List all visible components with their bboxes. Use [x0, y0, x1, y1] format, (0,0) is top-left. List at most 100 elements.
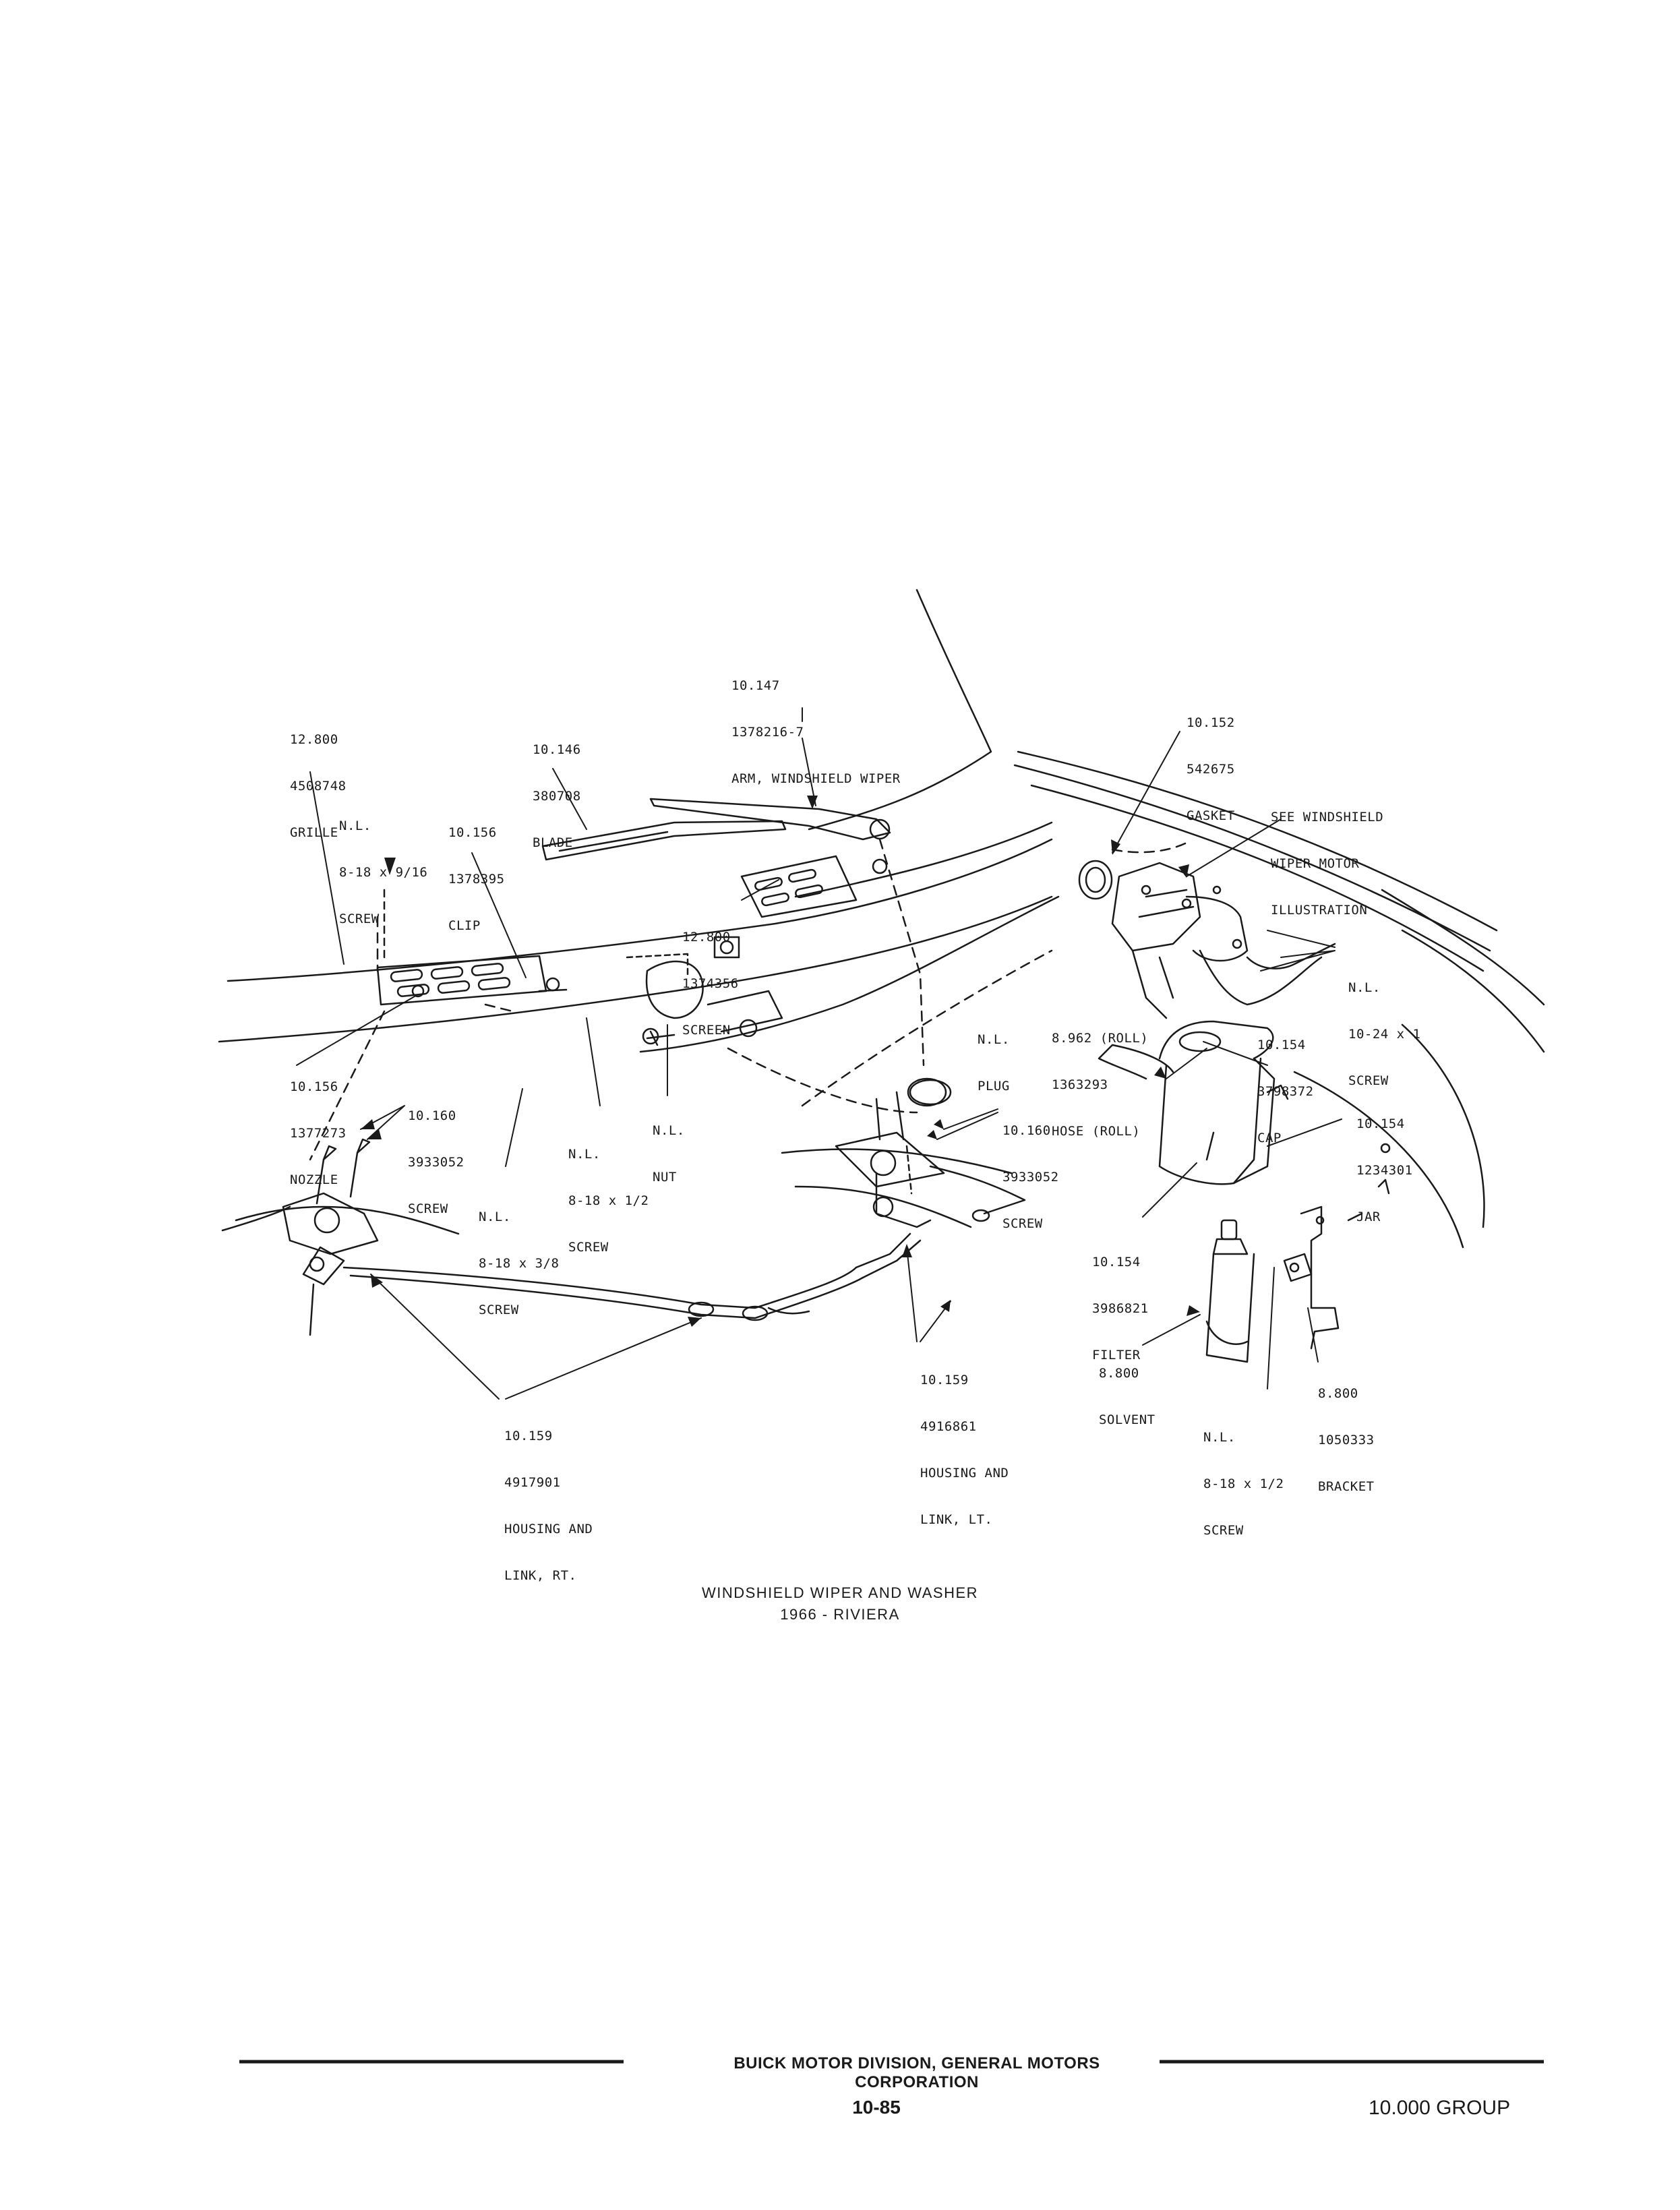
screen-slots	[754, 868, 823, 907]
part-desc: GASKET	[1187, 808, 1235, 823]
wiper-arm	[649, 798, 891, 841]
part-desc: SCREW	[1002, 1216, 1043, 1231]
link-rod	[342, 1266, 858, 1309]
washer-bracket	[1283, 1143, 1391, 1350]
washer-jar	[1098, 1020, 1289, 1185]
part-number: 10.160	[1002, 1123, 1051, 1138]
callout-cap: 10.154 3798372 CAP	[1257, 1007, 1314, 1162]
note-line: WIPER MOTOR	[1271, 856, 1360, 871]
wheel-arc-1	[1293, 1071, 1464, 1249]
callout-link-rt: 10.159 4917901 HOUSING AND LINK, RT.	[504, 1398, 593, 1599]
wheel-arc-2	[1401, 1023, 1485, 1228]
caption-title: WINDSHIELD WIPER AND WASHER	[701, 1584, 979, 1601]
part-code: 4508748	[290, 779, 347, 794]
page-number: 10-85	[852, 2097, 901, 2118]
part-desc: GRILLE	[290, 825, 338, 840]
callout-screen: 12.800 1374356 SCREEN	[682, 899, 739, 1054]
part-desc: HOUSING AND	[920, 1466, 1009, 1481]
caption-model: 1966 - RIVIERA	[780, 1606, 900, 1623]
pivot-right-plate	[282, 1192, 379, 1255]
part-desc: SCREW	[568, 1240, 609, 1255]
nozzle-body	[645, 960, 704, 1019]
part-code: 542675	[1187, 762, 1235, 777]
part-code: 4917901	[504, 1475, 561, 1490]
note-line: ILLUSTRATION	[1271, 903, 1368, 918]
part-desc: ARM, WINDSHIELD WIPER	[731, 771, 901, 786]
screen-panel	[740, 855, 858, 918]
part-number: N.L.	[653, 1123, 685, 1138]
callout-gasket: 10.152 542675 GASKET	[1187, 684, 1235, 839]
callout-filter: 10.154 3986821 FILTER	[1092, 1224, 1149, 1379]
callout-jar: 10.154 1234301 JAR	[1356, 1085, 1413, 1241]
callout-screw-9-16: N.L. 8-18 x 9/16 SCREW	[339, 787, 427, 943]
part-number: 10.160	[408, 1108, 456, 1123]
part-desc: SCREW	[1203, 1523, 1244, 1538]
part-code: 8-18 x 3/8	[479, 1256, 560, 1271]
part-code: 380708	[533, 789, 581, 804]
part-desc: PLUG	[978, 1079, 1010, 1094]
part-number: 10.159	[920, 1373, 969, 1387]
footer-corporation: BUICK MOTOR DIVISION, GENERAL MOTORS COR…	[733, 2054, 1100, 2091]
part-code: 8-18 x 1/2	[568, 1193, 649, 1208]
part-desc: SOLVENT	[1099, 1412, 1156, 1427]
part-desc: BLADE	[533, 835, 573, 850]
part-desc: LINK, LT.	[920, 1512, 993, 1527]
solvent-bottle	[1205, 1219, 1255, 1363]
part-number: N.L.	[568, 1147, 601, 1162]
part-desc: HOUSING AND	[504, 1522, 593, 1536]
part-code: 4916861	[920, 1419, 977, 1434]
part-desc: SCREW	[339, 912, 380, 926]
part-number: 8.962 (ROLL)	[1052, 1031, 1149, 1046]
part-code: 3798372	[1257, 1084, 1314, 1099]
part-desc: BRACKET	[1318, 1479, 1375, 1494]
part-code: 10-24 x 1	[1348, 1027, 1421, 1042]
part-number: 12.800	[290, 732, 338, 747]
callout-hose: 8.962 (ROLL) 1363293 HOSE (ROLL)	[1052, 1000, 1148, 1155]
part-number: 10.146	[533, 742, 581, 757]
part-number: N.L.	[978, 1032, 1010, 1047]
part-number: 10.154	[1257, 1038, 1306, 1052]
pivot-left-plate	[835, 1131, 945, 1188]
part-code: 3933052	[408, 1155, 464, 1170]
callout-nut: N.L. NUT	[653, 1092, 685, 1201]
part-desc: JAR	[1356, 1209, 1381, 1224]
callout-see-motor: SEE WINDSHIELD WIPER MOTOR ILLUSTRATION	[1271, 779, 1383, 934]
part-code: 3933052	[1002, 1170, 1059, 1185]
part-desc: NOZZLE	[290, 1172, 338, 1187]
note-line: SEE WINDSHIELD	[1271, 810, 1384, 825]
part-number: N.L.	[479, 1209, 511, 1224]
part-number: 10.154	[1092, 1255, 1141, 1270]
fender-line-4	[1381, 889, 1545, 1006]
cowl-top-line	[794, 821, 1053, 898]
callout-screw-3-8: N.L. 8-18 x 3/8 SCREW	[479, 1178, 559, 1334]
part-code: 3986821	[1092, 1301, 1149, 1316]
arrows	[361, 796, 1200, 1327]
fender-line-2	[1013, 764, 1491, 952]
callout-screw-half-mid: N.L. 8-18 x 1/2 SCREW	[568, 1116, 649, 1271]
figure-caption: WINDSHIELD WIPER AND WASHER 1966 - RIVIE…	[0, 1582, 1680, 1625]
fender-line-3	[1030, 784, 1484, 972]
callout-screw-rt: 10.160 3933052 SCREW	[408, 1077, 464, 1232]
part-number: 8.800	[1318, 1386, 1358, 1401]
group-label: 10.000 GROUP	[1369, 2097, 1511, 2119]
part-code: 1378395	[448, 872, 505, 887]
callout-screw-lt: 10.160 3933052 SCREW	[1002, 1092, 1059, 1247]
part-number: 10.152	[1187, 715, 1235, 730]
part-desc: NUT	[653, 1170, 677, 1185]
windshield-edge	[808, 589, 992, 831]
callout-grille: 12.800 4508748 GRILLE	[290, 701, 347, 856]
part-number: N.L.	[1348, 980, 1381, 995]
part-desc: SCREEN	[682, 1023, 731, 1038]
fender-line-5	[1401, 929, 1545, 1053]
plug-part	[909, 1079, 952, 1106]
callout-clip: 10.156 1378395 CLIP	[448, 794, 505, 949]
callout-arm: 10.147 1378216-7 ARM, WINDSHIELD WIPER	[731, 647, 901, 802]
part-code: 1374356	[682, 976, 739, 991]
leader-lines	[296, 707, 1342, 1400]
part-desc: SCREW	[479, 1303, 519, 1317]
part-number: 10.159	[504, 1429, 553, 1443]
cowl-outline-lower	[218, 895, 1053, 1043]
callout-solvent: 8.800 SOLVENT	[1099, 1335, 1156, 1443]
part-code: 8-18 x 1/2	[1203, 1476, 1284, 1491]
